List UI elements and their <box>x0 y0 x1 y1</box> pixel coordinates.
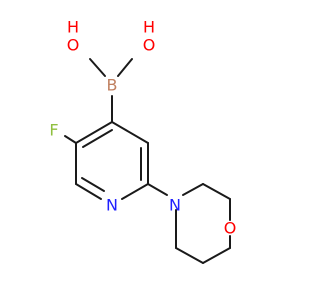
bond-ce-cf <box>175 247 204 264</box>
bond-c5-f <box>64 135 77 144</box>
bond-n1-c6-inner <box>81 177 105 192</box>
bond-c4-c3 <box>111 121 149 144</box>
bond-c5-c4-inner <box>82 129 113 148</box>
atom-oxygen-left: O <box>67 36 80 55</box>
bond-cb-cc <box>202 183 231 200</box>
bond-c5-c4 <box>75 121 113 144</box>
atom-hydrogen-left: H <box>67 18 79 37</box>
bond-c2-n1 <box>121 183 149 200</box>
bond-c2-n-morpholine <box>147 183 168 196</box>
atom-boron: B <box>107 76 118 95</box>
structure-canvas: O H O H B F N N O <box>49 18 236 264</box>
atom-fluorine: F <box>49 121 58 140</box>
atom-morpholine-nitrogen: N <box>169 196 181 215</box>
bond-n-cb <box>182 183 204 196</box>
bond-b-o-left <box>89 58 106 77</box>
atom-hydrogen-right: H <box>143 18 155 37</box>
bonds <box>64 58 231 264</box>
atom-oxygen-right: O <box>143 36 156 55</box>
molecule-diagram: O H O H B F N N O <box>49 18 236 264</box>
bond-b-o-right <box>117 58 133 77</box>
bond-cd-ce <box>202 247 231 264</box>
atom-labels: O H O H B F N N O <box>49 18 236 238</box>
atom-ring-nitrogen: N <box>106 196 118 215</box>
bond-n1-c6 <box>75 183 102 200</box>
atom-morpholine-oxygen: O <box>224 219 237 238</box>
